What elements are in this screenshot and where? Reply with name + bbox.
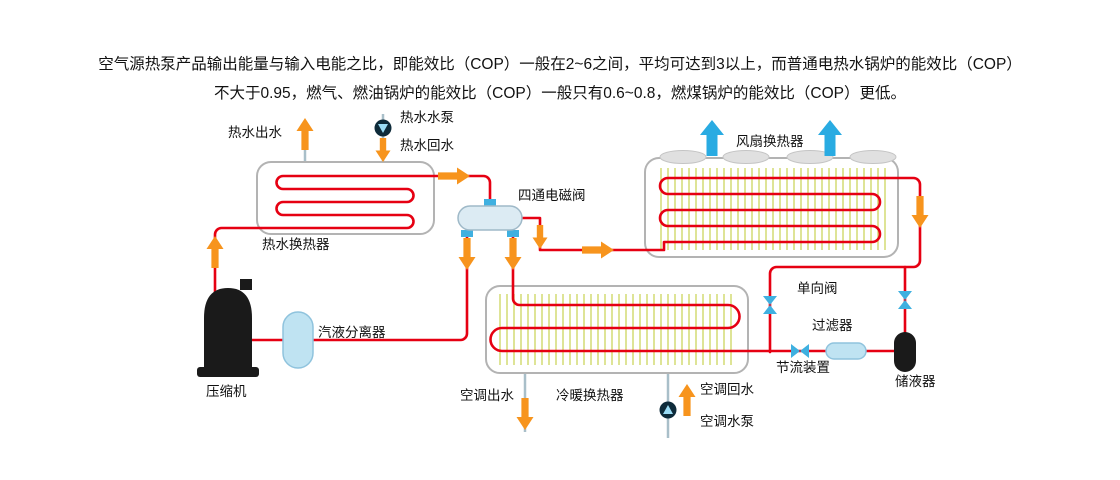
four-way-valve-label: 四通电磁阀 — [518, 188, 586, 203]
compressor-port — [240, 279, 252, 290]
flow-right-arrow-icon — [582, 241, 614, 259]
compressor — [197, 279, 259, 377]
hot-water-heat-exchanger — [256, 161, 435, 235]
compressor-label: 压缩机 — [206, 384, 247, 399]
flow-up-arrow-icon — [296, 118, 314, 150]
check-valve-left-icon — [763, 296, 777, 314]
check-valve-label: 单向阀 — [797, 281, 838, 296]
four-way-valve — [457, 199, 523, 237]
hot-water-out-label: 热水出水 — [228, 125, 282, 140]
hot-water-hx-label: 热水换热器 — [262, 237, 330, 252]
component-labels: 热水出水 热水水泵 热水回水 热水换热器 四通电磁阀 风扇换热器 汽液分离器 压… — [206, 110, 936, 429]
fan-discs — [659, 150, 897, 164]
hot-water-pump-icon — [374, 119, 392, 137]
filter-label: 过滤器 — [812, 318, 853, 333]
ac-hx-label: 冷暖换热器 — [556, 388, 624, 403]
air-up-arrow-icon — [700, 120, 724, 156]
ac-pump-label: 空调水泵 — [700, 414, 754, 429]
hot-water-hx-box — [256, 161, 435, 235]
compressor-base — [197, 367, 259, 377]
fan-hx-label: 风扇换热器 — [736, 134, 804, 149]
ac-out-label: 空调出水 — [460, 388, 514, 403]
flow-down-arrow-icon — [504, 238, 522, 270]
separator-label: 汽液分离器 — [318, 324, 386, 340]
flow-down-arrow-icon — [458, 238, 476, 270]
flow-right-arrow-icon — [438, 167, 470, 185]
separator-body — [282, 311, 314, 369]
ac-pump-icon — [659, 401, 677, 419]
pipe-ac-coil-to-receiver — [489, 229, 899, 353]
hot-water-pump-label: 热水水泵 — [400, 110, 454, 125]
throttle-label: 节流装置 — [776, 360, 830, 375]
pipe-fan-coil-loop — [520, 176, 922, 354]
valve-top-fitting — [484, 199, 496, 206]
check-valve-right-icon — [898, 291, 912, 309]
fan-disc-icon — [722, 150, 770, 164]
air-up-arrow-icon — [818, 120, 842, 156]
hot-water-return-label: 热水回水 — [400, 138, 454, 153]
flow-down-arrow-icon — [532, 225, 548, 249]
pipe-discharge-hot-water-coil — [213, 174, 492, 300]
receiver-label: 储液器 — [895, 374, 936, 389]
flow-down-arrow-icon — [516, 398, 534, 430]
throttle-valve-icon — [791, 344, 809, 358]
filter — [825, 342, 867, 360]
flow-up-arrow-icon — [206, 236, 224, 268]
fan-disc-icon — [786, 150, 834, 164]
ac-return-label: 空调回水 — [700, 382, 754, 397]
filter-body — [825, 342, 867, 360]
receiver — [894, 332, 916, 372]
valve-bottom-fitting — [461, 230, 473, 237]
gas-liquid-separator — [282, 311, 314, 369]
compressor-body — [204, 288, 252, 368]
pipe-suction-to-separator — [310, 229, 469, 342]
valve-symbols — [763, 291, 912, 358]
intro-line-2: 不大于0.95，燃气、燃油锅炉的能效比（COP）一般只有0.6~0.8，燃煤锅炉… — [214, 84, 906, 102]
flow-up-arrow-icon — [678, 384, 696, 416]
fan-disc-icon — [659, 150, 707, 164]
receiver-body — [894, 332, 916, 372]
flow-down-arrow-icon — [911, 196, 929, 228]
valve-bottom-fitting — [507, 230, 519, 237]
flow-down-arrow-icon — [375, 138, 391, 162]
valve-body — [457, 205, 523, 231]
intro-line-1: 空气源热泵产品输出能量与输入电能之比，即能效比（COP）一般在2~6之间，平均可… — [98, 55, 1022, 73]
refrigerant-pipes — [213, 174, 922, 354]
fan-disc-icon — [849, 150, 897, 164]
ac-heat-exchanger — [485, 285, 749, 374]
